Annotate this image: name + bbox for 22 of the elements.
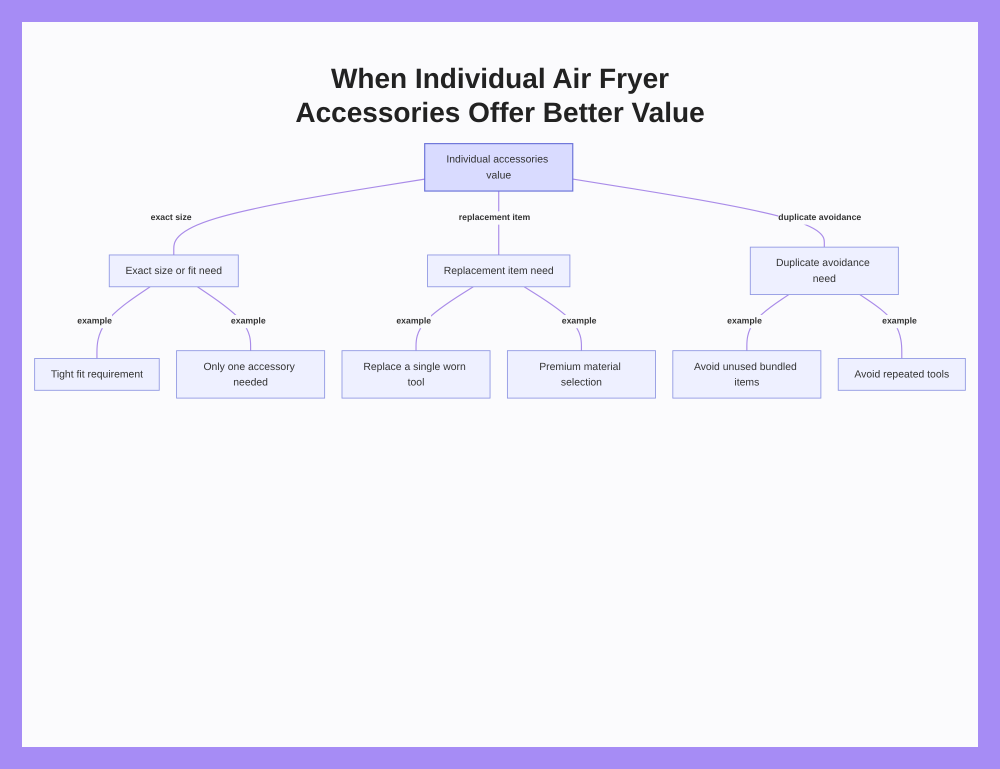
- diagram-title: When Individual Air Fryer Accessories Offer Better Value: [294, 62, 706, 130]
- edge-label: replacement item: [458, 212, 530, 222]
- edge-label: example: [882, 316, 917, 326]
- node-box: Replace a single worn tool: [342, 350, 490, 399]
- edge-label: duplicate avoidance: [778, 212, 862, 222]
- node-box: Individual accessories value: [424, 143, 574, 192]
- node-box: Avoid unused bundled items: [672, 350, 822, 399]
- edge-label: exact size: [150, 212, 192, 222]
- edge-label: example: [77, 316, 112, 326]
- node-box: Only one accessory needed: [176, 350, 326, 399]
- node-box: Tight fit requirement: [34, 358, 160, 391]
- connector: [173, 178, 425, 256]
- node-box: Exact size or fit need: [108, 254, 239, 288]
- edge-label: example: [727, 316, 762, 326]
- node-box: Premium material selection: [506, 350, 656, 399]
- node-box: Replacement item need: [427, 254, 570, 288]
- edge-label: example: [562, 316, 596, 326]
- edge-label: example: [396, 316, 432, 326]
- edge-label: example: [230, 316, 266, 326]
- connector: [572, 178, 825, 248]
- node-box: Duplicate avoidance need: [750, 246, 899, 296]
- node-box: Avoid repeated tools: [838, 358, 966, 391]
